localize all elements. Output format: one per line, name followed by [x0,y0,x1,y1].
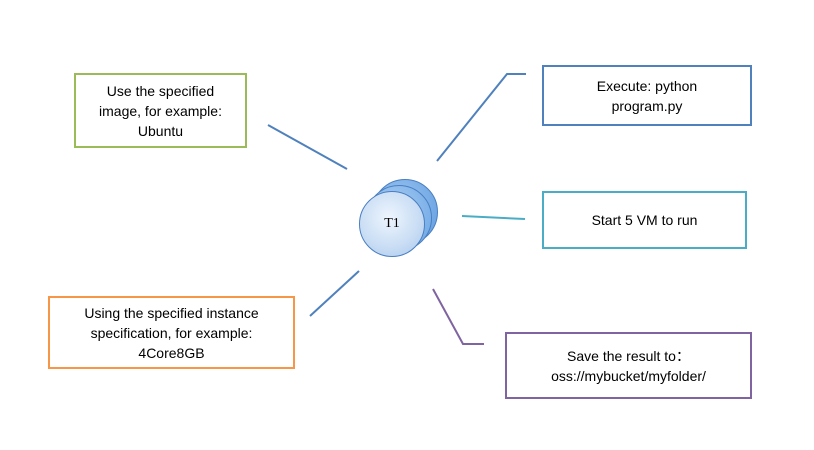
execute-command-box: Execute: python program.py [542,65,752,126]
connector-vm [461,215,526,220]
save-result-line: oss://mybucket/myfolder/ [551,367,706,384]
connector-execute [436,73,526,162]
save-result-line: Save the result to： [567,347,690,364]
image-spec-line: image, for example: [99,102,222,119]
instance-spec-line: Using the specified instance [84,304,259,321]
image-spec-line: Ubuntu [137,122,184,139]
image-spec-line: Use the specified [106,82,215,99]
vm-count-text: Start 5 VM to run [592,210,698,230]
execute-command-text: Execute: python program.py [597,76,697,116]
execute-command-line: program.py [611,97,683,114]
connector-save [432,288,484,345]
execute-command-line: Execute: python [596,77,698,94]
instance-spec-line: 4Core8GB [138,344,205,361]
instance-spec-box: Using the specified instance specificati… [48,296,295,369]
save-result-box: Save the result to： oss://mybucket/myfol… [505,332,752,399]
task-node: T1 [358,177,440,263]
vm-count-line: Start 5 VM to run [591,212,698,228]
image-spec-box: Use the specified image, for example: Ub… [74,73,247,148]
task-node-label: T1 [359,191,425,257]
vm-count-box: Start 5 VM to run [542,191,747,249]
image-spec-text: Use the specified image, for example: Ub… [99,81,222,141]
instance-spec-text: Using the specified instance specificati… [84,303,258,363]
connector-image [267,124,348,170]
connector-instance [309,270,360,317]
instance-spec-line: specification, for example: [90,324,253,341]
save-result-text: Save the result to： oss://mybucket/myfol… [551,346,706,386]
